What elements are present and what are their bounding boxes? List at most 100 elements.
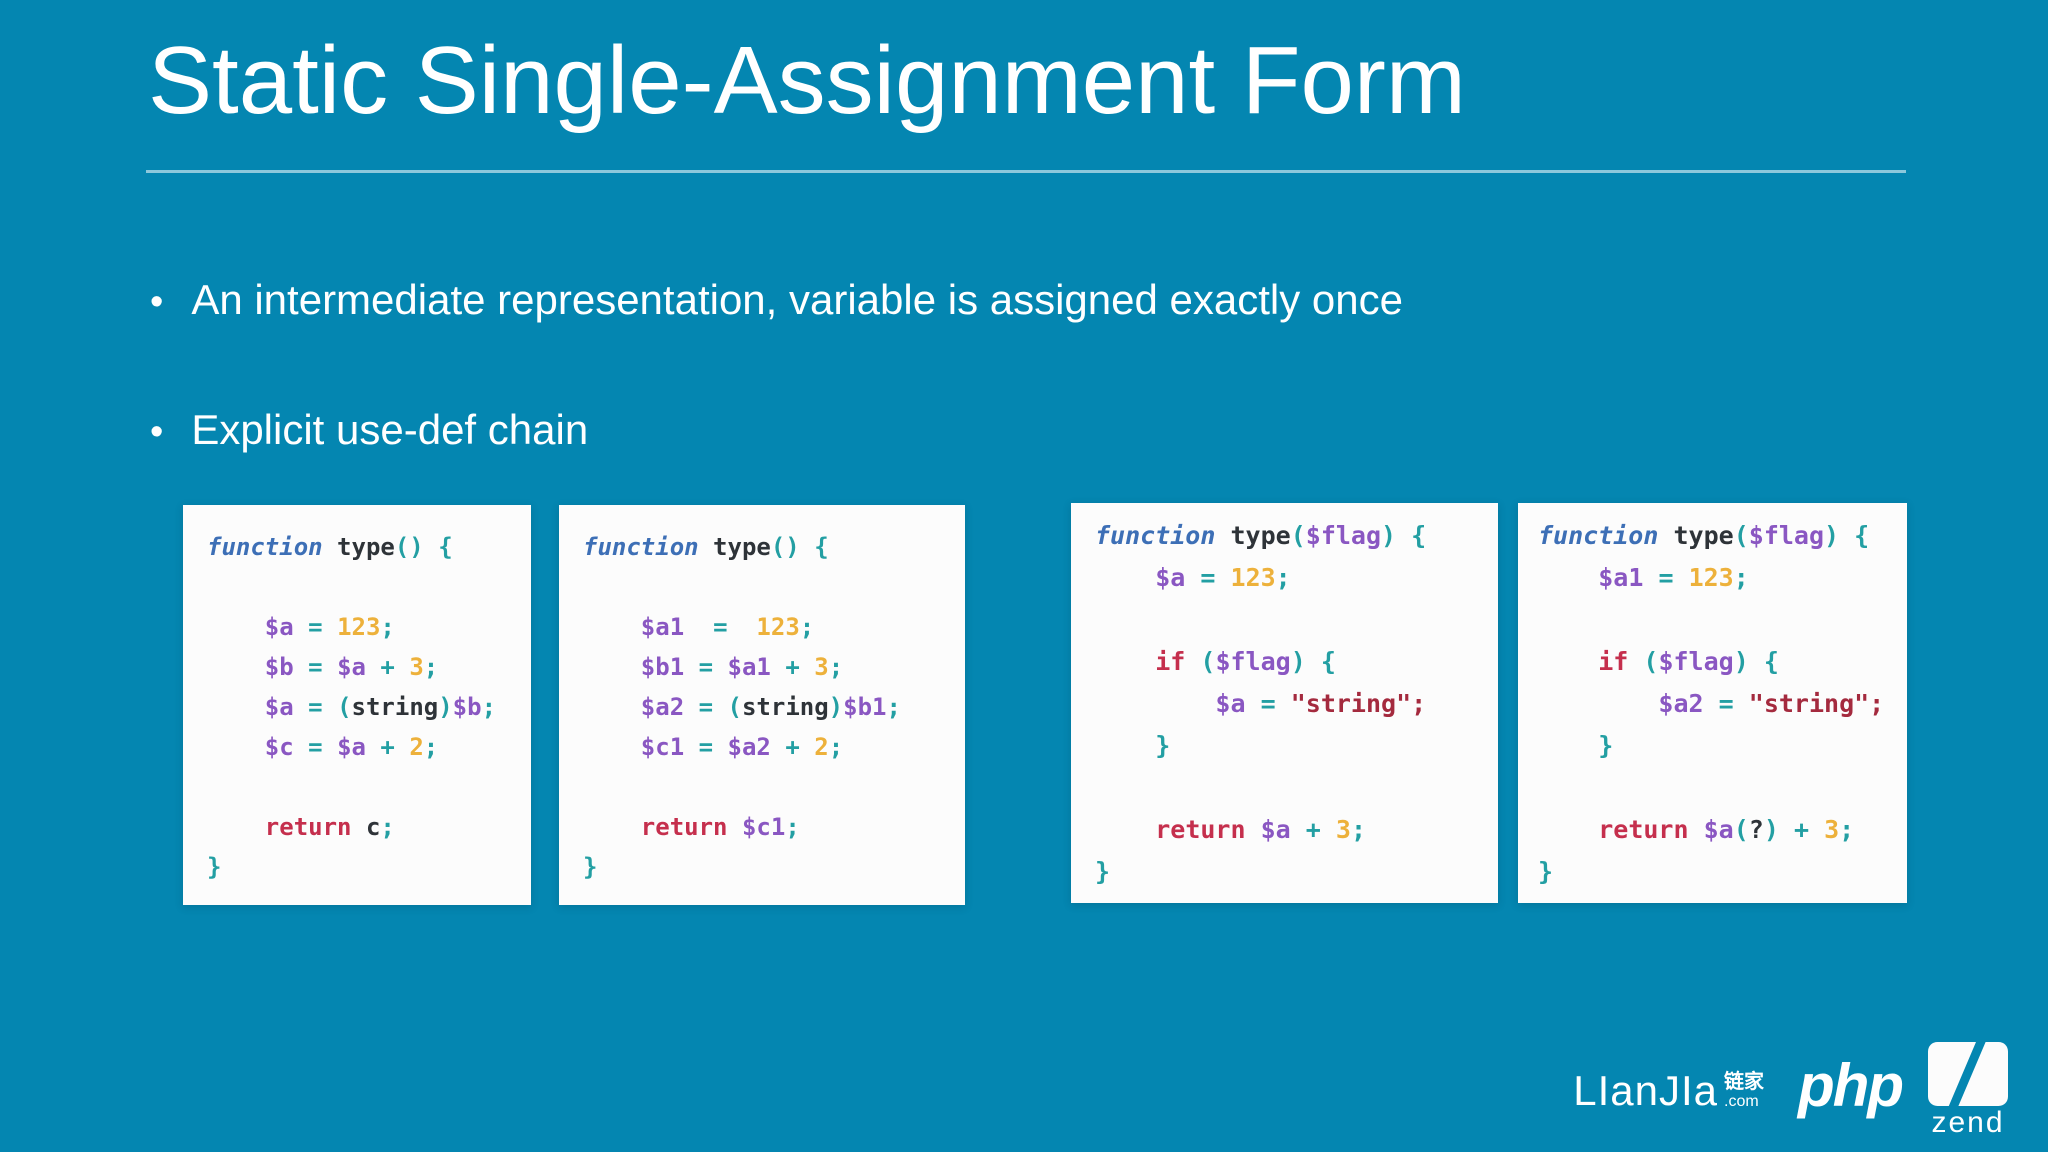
code-token-nm: string	[351, 693, 439, 721]
code-token-pl	[1246, 689, 1261, 718]
code-token-pl	[1185, 647, 1200, 676]
code-token-pn: ;	[799, 613, 815, 641]
code-token-vr: $b1	[640, 653, 685, 681]
code-token-pl	[323, 653, 337, 681]
code-token-vr: $a2	[640, 693, 685, 721]
code-token-nu: 3	[1824, 815, 1840, 844]
code-token-pl	[1689, 815, 1704, 844]
code-line: }	[1095, 725, 1498, 767]
code-block-2: function type() { $a1 = 123; $b1 = $a1 +…	[559, 505, 965, 905]
code-token-pn: {	[814, 533, 829, 561]
code-token-pn: )	[1733, 647, 1749, 676]
code-token-pl	[1734, 689, 1749, 718]
code-token-pn: (	[1643, 647, 1659, 676]
code-token-nm: string	[741, 693, 829, 721]
code-line: }	[583, 847, 965, 887]
code-token-vr: $a	[337, 653, 366, 681]
code-token-vr: $a1	[1598, 563, 1644, 592]
code-token-pn: =	[1658, 563, 1674, 592]
code-token-pn: }	[583, 853, 598, 881]
code-token-pn: =	[713, 613, 728, 641]
code-line: $c = $a + 2;	[207, 727, 531, 767]
code-line: $a2 = "string";	[1538, 683, 1907, 725]
code-line: $a1 = 123;	[1538, 557, 1907, 599]
code-token-st: "string";	[1748, 689, 1885, 718]
code-token-vr: $a	[1155, 563, 1186, 592]
code-token-pl	[699, 533, 713, 561]
code-token-pn: )	[828, 693, 844, 721]
code-token-nu: 2	[409, 733, 424, 761]
code-token-vr: $a	[264, 613, 294, 641]
code-token-vr: $flag	[1658, 647, 1734, 676]
code-token-pn: ;	[1275, 563, 1291, 592]
code-token-pn: ;	[380, 813, 395, 841]
code-token-pn: =	[698, 693, 714, 721]
code-token-vr: $a	[264, 693, 294, 721]
code-line: }	[207, 847, 531, 887]
code-token-pl	[1538, 689, 1658, 718]
code-token-pn: {	[1411, 521, 1427, 550]
code-token-pn: ;	[1733, 563, 1749, 592]
code-token-pl	[366, 733, 380, 761]
code-token-pn: ()	[394, 533, 424, 561]
code-token-pn: =	[1260, 689, 1276, 718]
code-line: $c1 = $a2 + 2;	[583, 727, 965, 767]
code-token-nu: 123	[337, 613, 381, 641]
code-token-pl	[294, 733, 308, 761]
code-token-pl	[1704, 689, 1719, 718]
code-block-4: function type($flag) { $a1 = 123; if ($f…	[1518, 503, 1907, 903]
code-token-pn: ;	[785, 813, 800, 841]
bullet-text: Explicit use-def chain	[191, 406, 589, 453]
code-token-vr: $a1	[727, 653, 771, 681]
code-line: }	[1538, 725, 1907, 767]
code-token-nu: 2	[814, 733, 829, 761]
code-token-pl	[800, 733, 814, 761]
code-line	[207, 767, 531, 807]
code-line	[1538, 599, 1907, 641]
code-token-pl	[1291, 815, 1306, 844]
code-token-pl	[1538, 563, 1598, 592]
code-token-pl	[800, 533, 814, 561]
code-token-pn: }	[1095, 857, 1111, 886]
code-token-vr: $a	[1215, 689, 1246, 718]
code-token-pl	[1749, 647, 1764, 676]
code-line: $a2 = (string)$b1;	[583, 687, 965, 727]
code-token-nu: 123	[756, 613, 800, 641]
page-title: Static Single-Assignment Form	[148, 27, 1466, 134]
code-token-pl	[684, 693, 698, 721]
code-token-kw: function	[1095, 521, 1216, 550]
code-token-pl	[684, 653, 698, 681]
code-line	[1538, 767, 1907, 809]
code-token-pl	[1779, 815, 1794, 844]
code-token-pl	[207, 813, 265, 841]
code-token-pn: +	[380, 733, 395, 761]
code-token-pn: ;	[886, 693, 901, 721]
code-line: $a = 123;	[1095, 557, 1498, 599]
code-line: $a = 123;	[207, 607, 531, 647]
code-line: return $a(?) + 3;	[1538, 809, 1907, 851]
code-line: function type($flag) {	[1538, 515, 1907, 557]
code-token-pn: ;	[828, 733, 844, 761]
code-token-pl	[713, 653, 727, 681]
code-line: if ($flag) {	[1095, 641, 1498, 683]
code-line: function type($flag) {	[1095, 515, 1498, 557]
code-token-pn: {	[1320, 647, 1336, 676]
code-token-pl	[1643, 563, 1658, 592]
title-rule	[146, 170, 1906, 173]
code-line: }	[1538, 851, 1907, 893]
code-token-pl	[323, 733, 337, 761]
code-token-nu: 123	[1688, 563, 1734, 592]
bullet-item: • An intermediate representation, variab…	[150, 276, 1403, 324]
code-token-kw: function	[583, 533, 699, 561]
code-token-pl	[1658, 521, 1673, 550]
code-token-st: "string";	[1290, 689, 1427, 718]
code-token-pl	[323, 613, 337, 641]
code-token-pl	[1095, 563, 1155, 592]
code-token-vr: $c	[264, 733, 294, 761]
code-token-pl	[1321, 815, 1336, 844]
code-token-pn: =	[308, 653, 323, 681]
code-token-rt: return	[1155, 815, 1246, 844]
code-token-vr: $b	[452, 693, 482, 721]
code-token-vr: $flag	[1305, 521, 1382, 550]
code-token-pn: ;	[828, 653, 844, 681]
